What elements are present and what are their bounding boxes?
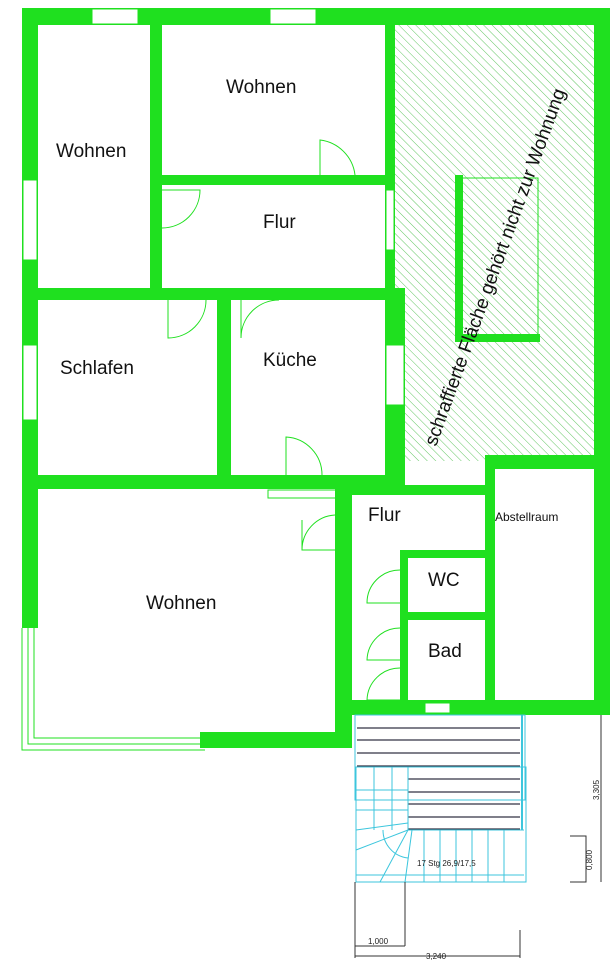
room-label-wohnen-top: Wohnen (226, 77, 296, 98)
dimension-3305: 3,305 (592, 779, 601, 800)
stair-label: 17 Stg 26,9/17,5 (417, 859, 476, 868)
room-label-schlafen: Schlafen (60, 358, 134, 379)
windows (21, 8, 405, 751)
walls (22, 8, 610, 748)
staircase: 17 Stg 26,9/17,5 (354, 714, 527, 883)
room-label-wohnen-left: Wohnen (56, 141, 126, 162)
dimension-lines (354, 715, 602, 958)
dimension-1000: 1,000 (368, 937, 389, 946)
room-label-kueche: Küche (263, 350, 317, 371)
room-label-flur-bottom: Flur (368, 505, 401, 526)
room-label-abstellraum: Abstellraum (495, 510, 558, 524)
dimension-0800: 0,800 (585, 849, 594, 870)
room-label-wohnen-bottom: Wohnen (146, 593, 216, 614)
doors (161, 139, 531, 714)
hatched-area (395, 24, 594, 461)
dimension-3240: 3,240 (426, 952, 447, 960)
room-label-flur-top: Flur (263, 212, 296, 233)
room-label-wc: WC (428, 570, 460, 591)
room-label-bad: Bad (428, 641, 462, 662)
